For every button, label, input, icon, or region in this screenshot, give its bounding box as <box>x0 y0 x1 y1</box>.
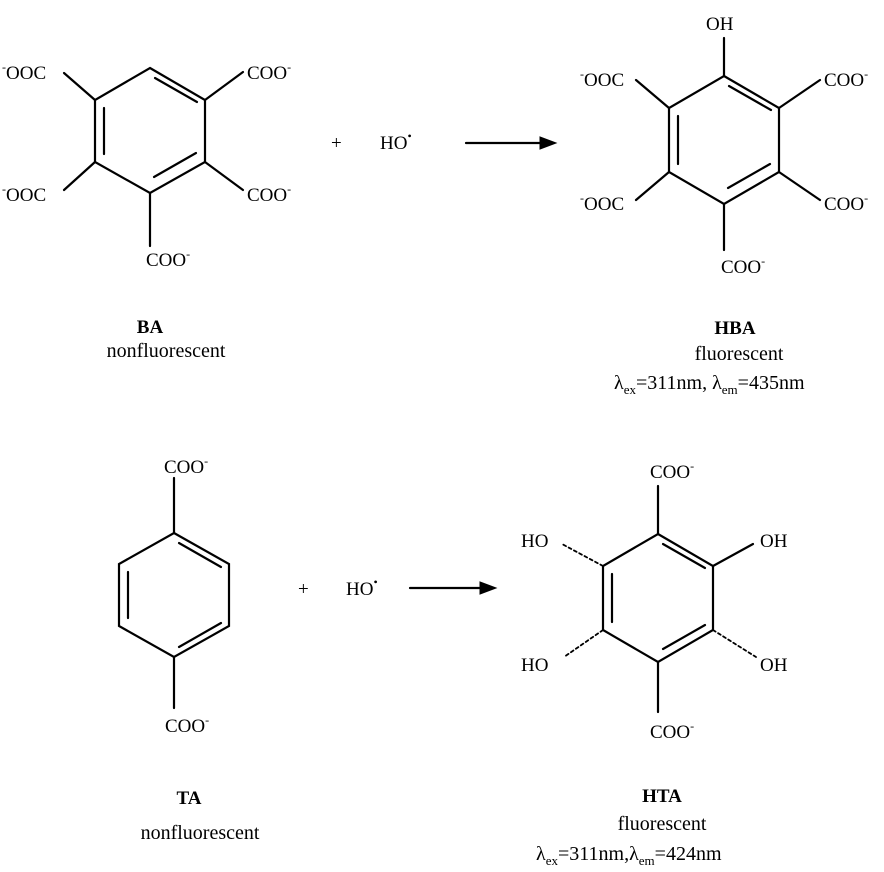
ba-group-label: -OOC <box>2 182 46 206</box>
ta-ring <box>117 531 231 659</box>
ta-double-bond <box>177 621 223 649</box>
ba-bond <box>203 160 245 192</box>
ta-molecule: COO- COO- <box>117 454 231 737</box>
ba-bond <box>62 160 97 192</box>
ta-label: TA <box>177 788 202 809</box>
ba-label: BA <box>137 317 164 338</box>
hba-description: fluorescent <box>695 343 784 365</box>
ba-bond <box>203 70 245 102</box>
ba-ring <box>93 66 207 195</box>
ba-description: nonfluorescent <box>107 340 226 362</box>
hba-double-bond <box>727 84 773 112</box>
hta-wavelengths: λex=311nm,λem=424nm <box>536 843 722 868</box>
ta-group-label: COO- <box>165 713 209 737</box>
hta-ho-label: HO <box>521 531 548 552</box>
ba-bond <box>62 71 97 102</box>
hta-oh-label: OH <box>760 531 788 552</box>
ba-group-label: -OOC <box>2 60 46 84</box>
hta-group-label: COO- <box>650 719 694 743</box>
hta-bond <box>711 542 755 568</box>
hba-group-label: -OOC <box>580 191 624 215</box>
hta-dashed-bond <box>712 629 757 658</box>
hba-bond <box>634 170 671 202</box>
hta-ho-label: HO <box>521 655 548 676</box>
hydroxyl-radical: HO• <box>380 129 412 154</box>
hta-molecule: COO- COO- HO HO OH OH <box>521 459 788 743</box>
hba-molecule: OH COO- COO- COO- -OOC -OOC <box>580 14 868 278</box>
ba-group-label: COO- <box>247 60 291 84</box>
hta-ring <box>601 532 715 664</box>
ba-group-label: COO- <box>247 182 291 206</box>
hba-oh-label: OH <box>706 14 734 35</box>
hba-group-label: COO- <box>824 191 868 215</box>
hta-dashed-bond <box>561 543 604 567</box>
hba-double-bond <box>726 162 772 190</box>
ba-molecule: COO- COO- COO- -OOC -OOC <box>2 60 291 271</box>
hydroxyl-radical: HO• <box>346 575 378 600</box>
hta-description: fluorescent <box>618 813 707 835</box>
ba-double-bond <box>153 76 199 104</box>
hba-bond <box>777 170 822 202</box>
plus-sign: + <box>298 579 309 600</box>
ba-double-bond <box>152 151 198 179</box>
hba-wavelengths: λex=311nm, λem=435nm <box>614 372 805 397</box>
ta-description: nonfluorescent <box>141 822 260 844</box>
ta-double-bond <box>177 541 223 569</box>
hta-group-label: COO- <box>650 459 694 483</box>
plus-sign: + <box>331 133 342 154</box>
hba-group-label: COO- <box>721 254 765 278</box>
hta-dashed-bond <box>563 629 604 658</box>
hta-double-bond <box>661 623 707 651</box>
hba-bond <box>777 78 822 110</box>
hba-group-label: COO- <box>824 67 868 91</box>
hta-oh-label: OH <box>760 655 788 676</box>
hta-double-bond <box>661 542 707 570</box>
ta-group-label: COO- <box>164 454 208 478</box>
hba-label: HBA <box>714 318 755 339</box>
hba-group-label: -OOC <box>580 67 624 91</box>
hba-ring <box>667 74 781 206</box>
reaction-arrow <box>464 136 558 150</box>
ba-group-label: COO- <box>146 247 190 271</box>
reaction-arrow <box>408 581 498 595</box>
hta-label: HTA <box>642 786 682 807</box>
hba-bond <box>634 78 671 110</box>
